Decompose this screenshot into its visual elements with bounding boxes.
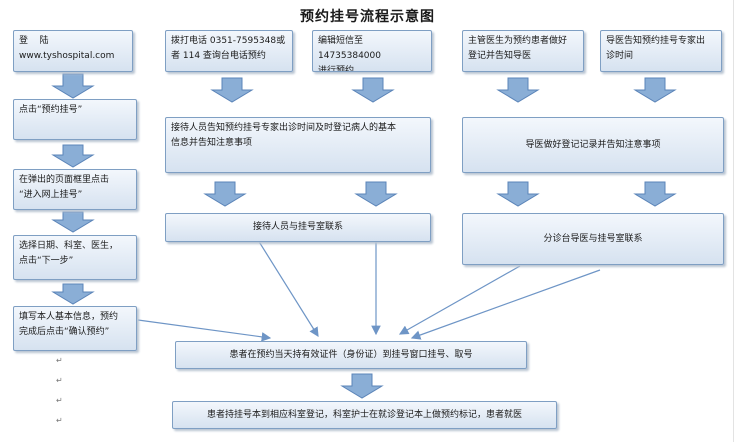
guide-informs-box: 导医告知预约挂号专家出 诊时间 bbox=[600, 30, 722, 72]
guide-record-text: 导医做好登记记录并告知注意事项 bbox=[525, 139, 661, 150]
connector-line bbox=[398, 265, 521, 335]
block-arrow bbox=[203, 181, 247, 207]
block-arrow bbox=[633, 181, 677, 207]
fill-info-text: 填写本人基本信息，预约 完成后点击“确认预约” bbox=[19, 312, 119, 337]
triage-contact-box: 分诊台导医与挂号室联系 bbox=[462, 213, 724, 265]
phone-booking-box: 拨打电话 0351-7595348或 者 114 查询台电话预约 bbox=[165, 30, 293, 72]
login-step-text: 登 陆 www.tyshospital.com bbox=[19, 36, 115, 61]
guide-record-box: 导医做好登记记录并告知注意事项 bbox=[462, 117, 724, 173]
select-date-box: 选择日期、科室、医生， 点击“下一步” bbox=[13, 235, 137, 280]
reception-contact-box: 接待人员与挂号室联系 bbox=[165, 213, 431, 242]
triage-contact-text: 分诊台导医与挂号室联系 bbox=[543, 233, 643, 244]
pickup-step-box: 患者在预约当天持有效证件（身份证）到挂号窗口挂号、取号 bbox=[175, 341, 527, 369]
enter-online-text: 在弹出的页面框里点击 “进入网上挂号” bbox=[19, 175, 110, 200]
block-arrow bbox=[51, 73, 95, 99]
block-arrow bbox=[354, 181, 398, 207]
click-appointment-text: 点击“预约挂号” bbox=[19, 105, 83, 115]
block-arrow bbox=[351, 77, 395, 103]
doctor-registers-box: 主管医生为预约患者做好 登记并告知导医 bbox=[462, 30, 584, 72]
pickup-step-text: 患者在预约当天持有效证件（身份证）到挂号窗口挂号、取号 bbox=[229, 349, 473, 360]
reception-contact-text: 接待人员与挂号室联系 bbox=[252, 222, 343, 232]
register-step-text: 患者持挂号本到相应科室登记，科室护士在就诊登记本上做预约标记，患者就医 bbox=[206, 409, 522, 420]
paragraph-mark: ↵ bbox=[56, 416, 63, 425]
block-arrow bbox=[340, 373, 384, 399]
reception-info-text: 接待人员告知预约挂号专家出诊时间及时登记病人的基本 信息并告知注意事项 bbox=[171, 123, 397, 148]
connector-line bbox=[137, 319, 272, 342]
block-arrow bbox=[210, 77, 254, 103]
block-arrow bbox=[51, 144, 95, 168]
sms-booking-text: 编辑短信至 14735384000 进行预约 bbox=[318, 36, 381, 72]
paragraph-mark: ↵ bbox=[56, 356, 63, 365]
paragraph-mark: ↵ bbox=[56, 376, 63, 385]
guide-informs-text: 导医告知预约挂号专家出 诊时间 bbox=[606, 36, 706, 61]
doctor-registers-text: 主管医生为预约患者做好 登记并告知导医 bbox=[468, 36, 568, 61]
fill-info-box: 填写本人基本信息，预约 完成后点击“确认预约” bbox=[13, 306, 137, 351]
block-arrow bbox=[51, 283, 95, 305]
page-edge-line bbox=[733, 0, 734, 442]
enter-online-box: 在弹出的页面框里点击 “进入网上挂号” bbox=[13, 169, 137, 210]
login-step-box: 登 陆 www.tyshospital.com bbox=[13, 30, 133, 72]
register-step-box: 患者持挂号本到相应科室登记，科室护士在就诊登记本上做预约标记，患者就医 bbox=[172, 401, 557, 429]
select-date-text: 选择日期、科室、医生， 点击“下一步” bbox=[19, 241, 119, 266]
connector-line bbox=[257, 239, 319, 338]
connector-line bbox=[410, 269, 601, 340]
diagram-title: 预约挂号流程示意图 bbox=[300, 9, 435, 25]
paragraph-mark: ↵ bbox=[56, 396, 63, 405]
reception-info-box: 接待人员告知预约挂号专家出诊时间及时登记病人的基本 信息并告知注意事项 bbox=[165, 117, 431, 173]
block-arrow bbox=[51, 211, 95, 233]
block-arrow bbox=[633, 77, 677, 103]
block-arrow bbox=[496, 77, 540, 103]
block-arrow bbox=[496, 181, 540, 207]
click-appointment-box: 点击“预约挂号” bbox=[13, 99, 137, 140]
phone-booking-text: 拨打电话 0351-7595348或 者 114 查询台电话预约 bbox=[171, 36, 286, 61]
sms-booking-box: 编辑短信至 14735384000 进行预约 bbox=[312, 30, 432, 72]
